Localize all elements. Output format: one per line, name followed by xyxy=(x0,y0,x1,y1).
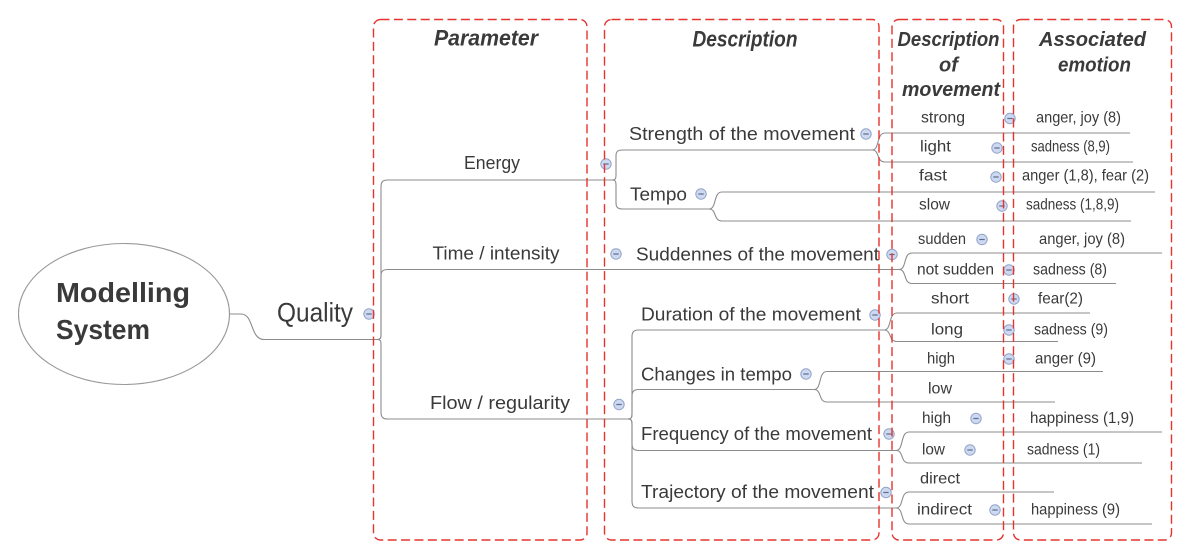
svg-text:happiness (1,9): happiness (1,9) xyxy=(1030,410,1134,427)
svg-text:anger, joy (8): anger, joy (8) xyxy=(1039,231,1125,248)
svg-text:Description: Description xyxy=(898,29,1000,51)
svg-text:Flow / regularity: Flow / regularity xyxy=(430,392,571,413)
svg-text:Trajectory of the movement: Trajectory of the movement xyxy=(641,481,874,502)
svg-text:high: high xyxy=(922,410,951,427)
svg-text:direct: direct xyxy=(920,471,961,488)
svg-text:light: light xyxy=(920,139,952,156)
svg-text:strong: strong xyxy=(921,110,965,127)
svg-text:Quality: Quality xyxy=(277,298,354,328)
svg-text:Time / intensity: Time / intensity xyxy=(433,243,561,264)
svg-text:not sudden: not sudden xyxy=(917,262,994,279)
svg-text:sadness (8,9): sadness (8,9) xyxy=(1031,139,1110,156)
svg-text:indirect: indirect xyxy=(917,502,973,519)
svg-text:sudden: sudden xyxy=(918,231,966,248)
svg-text:anger (1,8), fear (2): anger (1,8), fear (2) xyxy=(1022,168,1149,185)
svg-text:Modelling: Modelling xyxy=(56,277,190,308)
svg-text:sadness (1): sadness (1) xyxy=(1027,442,1100,459)
svg-text:fear(2): fear(2) xyxy=(1038,291,1083,308)
svg-text:Strength of the movement: Strength of the movement xyxy=(629,123,855,144)
svg-text:Changes in tempo: Changes in tempo xyxy=(641,364,792,385)
svg-text:Suddennes of the movement: Suddennes of the movement xyxy=(636,244,879,265)
svg-text:short: short xyxy=(931,291,970,308)
svg-text:Tempo: Tempo xyxy=(630,184,687,205)
svg-text:low: low xyxy=(922,442,945,459)
svg-text:Description: Description xyxy=(693,27,798,52)
svg-text:Duration of the movement: Duration of the movement xyxy=(641,304,861,325)
svg-text:movement: movement xyxy=(902,79,1001,101)
svg-text:of: of xyxy=(939,55,960,77)
svg-text:Frequency of the movement: Frequency of the movement xyxy=(641,423,872,444)
svg-text:happiness (9): happiness (9) xyxy=(1031,502,1120,519)
svg-text:anger, joy (8): anger, joy (8) xyxy=(1036,110,1121,127)
svg-text:long: long xyxy=(931,322,963,339)
svg-text:sadness (8): sadness (8) xyxy=(1033,262,1107,279)
svg-text:Energy: Energy xyxy=(464,152,521,173)
svg-text:fast: fast xyxy=(919,168,948,185)
svg-text:sadness (9): sadness (9) xyxy=(1034,322,1108,339)
svg-text:emotion: emotion xyxy=(1058,55,1131,77)
svg-text:high: high xyxy=(927,351,955,368)
svg-text:sadness (1,8,9): sadness (1,8,9) xyxy=(1026,197,1119,214)
svg-text:Parameter: Parameter xyxy=(434,26,539,51)
svg-text:low: low xyxy=(928,381,952,398)
svg-text:anger (9): anger (9) xyxy=(1035,351,1096,368)
svg-text:Associated: Associated xyxy=(1038,29,1147,51)
svg-text:System: System xyxy=(56,314,150,345)
svg-text:slow: slow xyxy=(919,197,950,214)
